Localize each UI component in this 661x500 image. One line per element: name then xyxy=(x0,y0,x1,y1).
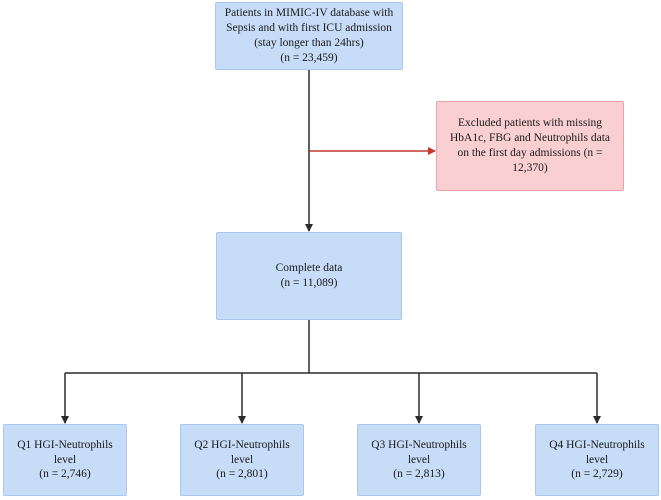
complete-data-box: Complete data (n = 11,089) xyxy=(216,232,402,320)
q1-line-1: Q1 HGI-Neutrophils xyxy=(17,438,113,451)
q4-line-1: Q4 HGI-Neutrophils xyxy=(549,438,645,451)
q4-line-2: level xyxy=(585,453,609,466)
q1-line-2: level xyxy=(53,453,77,466)
q2-box: Q2 HGI-Neutrophils level (n = 2,801) xyxy=(180,424,304,496)
complete-line-1: Complete data xyxy=(275,262,343,275)
patients-line-3: (stay longer than 24hrs) xyxy=(254,37,364,49)
q3-line-2: level xyxy=(407,453,431,466)
excluded-line-1: Excluded patients with missing xyxy=(457,117,603,130)
excluded-box: Excluded patients with missing HbA1c, FB… xyxy=(436,101,624,191)
excluded-line-2: HbA1c, FBG and Neutrophils data xyxy=(449,132,611,145)
patients-line-4: (n = 23,459) xyxy=(280,51,338,64)
q2-line-1: Q2 HGI-Neutrophils xyxy=(194,438,290,451)
patients-box: Patients in MIMIC-IV database with Sepsi… xyxy=(215,2,403,70)
excluded-line-3: on the first day admissions (n = xyxy=(457,147,603,159)
q1-box: Q1 HGI-Neutrophils level (n = 2,746) xyxy=(3,424,127,496)
q2-line-3: (n = 2,801) xyxy=(216,468,268,481)
q1-line-3: (n = 2,746) xyxy=(39,468,91,481)
q4-line-3: (n = 2,729) xyxy=(571,468,623,481)
q3-line-3: (n = 2,813) xyxy=(393,468,445,481)
q3-box: Q3 HGI-Neutrophils level (n = 2,813) xyxy=(357,424,481,496)
q3-line-1: Q3 HGI-Neutrophils xyxy=(371,438,467,451)
q4-box: Q4 HGI-Neutrophils level (n = 2,729) xyxy=(535,424,659,496)
patients-line-2: Sepsis and with first ICU admission xyxy=(226,22,392,35)
excluded-line-4: 12,370) xyxy=(512,161,548,174)
q2-line-2: level xyxy=(230,453,254,466)
patients-line-1: Patients in MIMIC-IV database with xyxy=(224,7,394,20)
complete-line-2: (n = 11,089) xyxy=(280,277,338,289)
